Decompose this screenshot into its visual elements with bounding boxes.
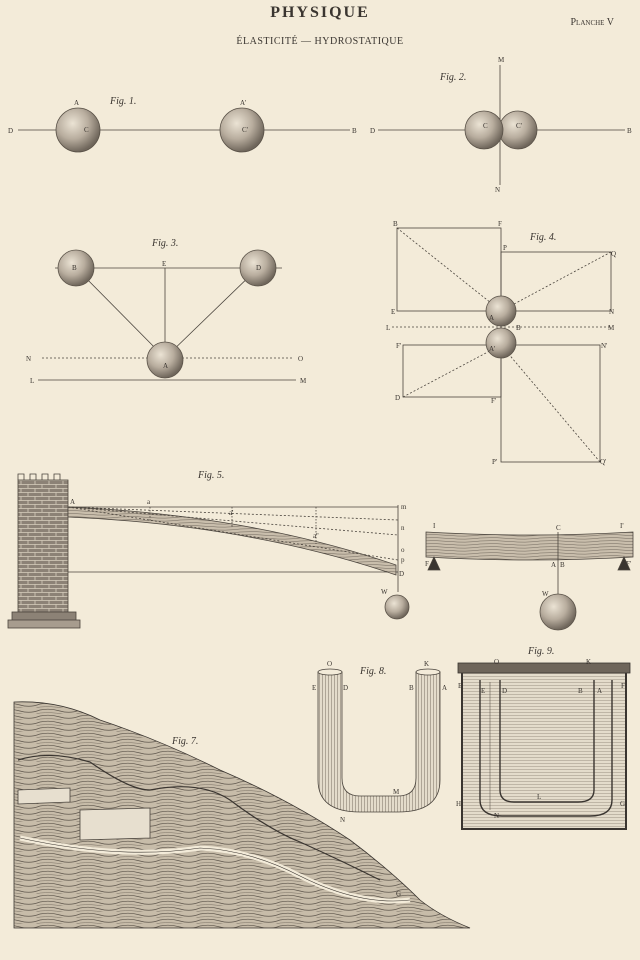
fig9-label-f: F [621, 682, 625, 690]
plate-subtitle: ÉLASTICITÉ — HYDROSTATIQUE [236, 36, 404, 47]
fig4-label-f-prime: F' [396, 342, 401, 350]
fig9-label-n: N [494, 812, 499, 820]
fig4-label-p: P [503, 244, 507, 252]
fig8-label-d: D [343, 684, 348, 692]
fig2-label-n: N [495, 186, 500, 194]
plate-title: PHYSIQUE [270, 4, 370, 21]
fig7-label-g: G [396, 890, 401, 898]
fig1-label-a-prime: A' [240, 99, 246, 107]
fig4-label-b-mid: B [516, 324, 521, 332]
fig3-label-l: L [30, 377, 34, 385]
fig2-label-b: B [627, 127, 632, 135]
figure-7 [13, 701, 471, 929]
fig4-label-b: B [393, 220, 398, 228]
fig5-label-m: m [401, 503, 407, 511]
fig8-label-k: K [424, 660, 429, 668]
fig6-label-c: C [556, 524, 561, 532]
fig2-caption: Fig. 2. [439, 72, 466, 83]
fig2-label-c-prime: C' [516, 122, 522, 130]
fig6-label-f: F [425, 560, 429, 568]
fig3-label-m: M [300, 377, 307, 385]
figure-3 [38, 249, 296, 381]
fig3-label-a: A [163, 362, 168, 370]
fig5-label-a3: a'' [313, 532, 319, 540]
fig8-label-a: A [442, 684, 447, 692]
fig8-label-o: O [327, 660, 332, 668]
fig4-label-f: F [498, 220, 502, 228]
figure-8 [317, 668, 441, 813]
figure-5 [7, 473, 410, 629]
fig6-label-i: I [433, 522, 436, 530]
fig7-caption: Fig. 7. [171, 736, 198, 747]
fig8-caption: Fig. 8. [359, 666, 386, 677]
fig5-label-d: D [399, 570, 404, 578]
fig8-label-n: N [340, 816, 345, 824]
fig3-label-n: N [26, 355, 31, 363]
fig4-caption: Fig. 4. [529, 232, 556, 243]
fig1-label-b: B [352, 127, 357, 135]
fig6-label-a: A [551, 561, 556, 569]
fig5-label-p: p [401, 556, 405, 564]
figure-6 [425, 531, 634, 631]
fig1-label-c-prime: C' [242, 126, 248, 134]
fig9-label-e-inner: E [481, 687, 485, 695]
fig3-label-e: E [162, 260, 166, 268]
fig2-label-d: D [370, 127, 375, 135]
fig4-label-m: M [608, 324, 615, 332]
plate-number: Planche V [570, 17, 615, 28]
fig2-label-c: C [483, 122, 488, 130]
figure-9 [457, 662, 631, 830]
fig9-label-d: D [502, 687, 507, 695]
fig3-label-d: D [256, 264, 261, 272]
fig1-label-d: D [8, 127, 13, 135]
fig4-label-l: L [386, 324, 390, 332]
fig5-label-a: A [70, 498, 75, 506]
fig3-caption: Fig. 3. [151, 238, 178, 249]
fig4-label-n-prime: N' [601, 342, 607, 350]
fig4-label-q-prime: Q' [600, 458, 606, 466]
fig8-label-b: B [409, 684, 414, 692]
fig4-label-a: A [489, 314, 494, 322]
fig5-caption: Fig. 5. [197, 470, 224, 481]
fig9-label-l: L [537, 793, 541, 801]
fig4-label-n: N [609, 308, 614, 316]
fig1-caption: Fig. 1. [109, 96, 136, 107]
figure-4 [392, 227, 612, 463]
fig2-label-m: M [498, 56, 505, 64]
fig6-label-b: B [560, 561, 565, 569]
fig4-label-e: E [391, 308, 395, 316]
fig9-label-b: B [578, 687, 583, 695]
fig8-label-m: M [393, 788, 400, 796]
fig4-label-f-prime-low: F' [491, 397, 496, 405]
fig3-label-o: O [298, 355, 303, 363]
fig5-label-w: W [381, 588, 388, 596]
fig5-label-a2: a' [229, 509, 233, 517]
fig4-label-p-prime: P' [492, 458, 497, 466]
fig9-label-k: K [586, 658, 591, 666]
fig1-label-a: A [74, 99, 79, 107]
fig9-label-e: E [458, 682, 462, 690]
fig4-label-q: Q [611, 250, 616, 258]
fig6-label-i-prime: I' [620, 522, 624, 530]
fig1-label-c: C [84, 126, 89, 134]
fig9-label-a: A [597, 687, 602, 695]
fig9-label-h: H [456, 800, 461, 808]
fig3-label-b: B [72, 264, 77, 272]
figure-2 [378, 65, 625, 185]
fig9-label-g: G [620, 800, 625, 808]
fig9-caption: Fig. 9. [527, 646, 554, 657]
fig4-label-a-prime: A' [489, 345, 495, 353]
fig5-label-n: n [401, 524, 405, 532]
fig4-label-d: D [395, 394, 400, 402]
fig5-label-o: o [401, 546, 405, 554]
figure-1 [18, 107, 350, 153]
fig6-label-f-prime: F' [626, 560, 631, 568]
fig8-label-e: E [312, 684, 316, 692]
fig5-label-a1: a [147, 498, 151, 506]
fig6-label-w: W [542, 590, 549, 598]
fig9-label-o: O [494, 658, 499, 666]
